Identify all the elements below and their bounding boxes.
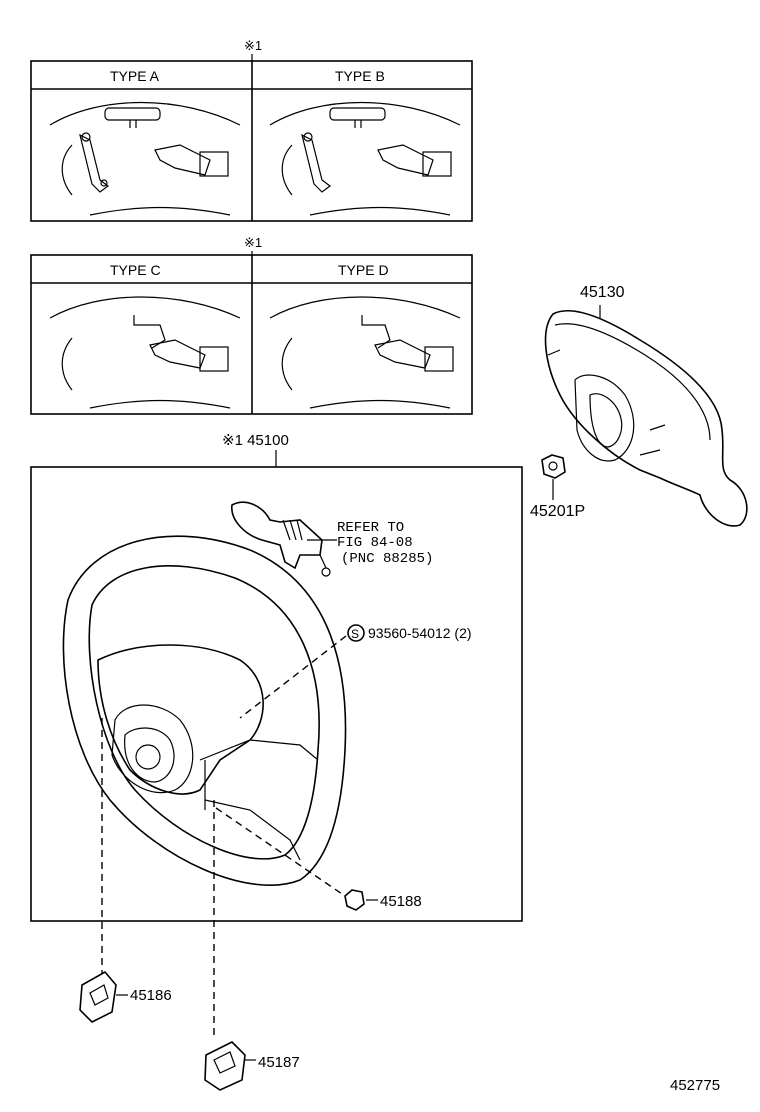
- type-c-sketch-icon: [49, 296, 241, 409]
- type-b-sketch-icon: [269, 102, 461, 216]
- part-45187: 45187: [258, 1054, 300, 1071]
- bolt-icon: [344, 889, 365, 911]
- label-type-a: TYPE A: [110, 68, 160, 84]
- label-type-c: TYPE C: [110, 262, 161, 278]
- refer-line-3: (PNC 88285): [341, 551, 433, 567]
- main-assembly-label: ※1 45100: [222, 432, 289, 449]
- switch-connector-icon: [231, 501, 331, 577]
- label-type-b: TYPE B: [335, 68, 385, 84]
- screw-symbol-icon: S: [347, 624, 365, 642]
- note-mark-top: ※1: [244, 38, 262, 53]
- main-assembly-box: [30, 466, 523, 922]
- label-type-d: TYPE D: [338, 262, 389, 278]
- panel-type-ab: TYPE A TYPE B: [30, 60, 473, 222]
- cover-left-icon: [79, 970, 117, 1023]
- nut-icon: [541, 454, 566, 479]
- svg-text:S: S: [351, 627, 359, 641]
- steering-wheel-icon: [62, 535, 347, 886]
- part-45130: 45130: [580, 284, 625, 301]
- type-d-sketch-icon: [269, 296, 461, 409]
- screw-part-number: 93560-54012 (2): [368, 625, 472, 641]
- part-45188: 45188: [380, 893, 422, 910]
- figure-number: 452775: [670, 1077, 720, 1094]
- refer-line-2: FIG 84-08: [337, 535, 413, 551]
- type-a-sketch-icon: [49, 102, 241, 216]
- panel-type-cd: TYPE C TYPE D: [30, 254, 473, 415]
- note-mark-mid: ※1: [244, 235, 262, 250]
- part-45201p: 45201P: [530, 503, 585, 520]
- refer-line-1: REFER TO: [337, 520, 404, 536]
- airbag-pad-icon: [544, 310, 748, 527]
- cover-right-icon: [204, 1041, 246, 1091]
- part-45186: 45186: [130, 987, 172, 1004]
